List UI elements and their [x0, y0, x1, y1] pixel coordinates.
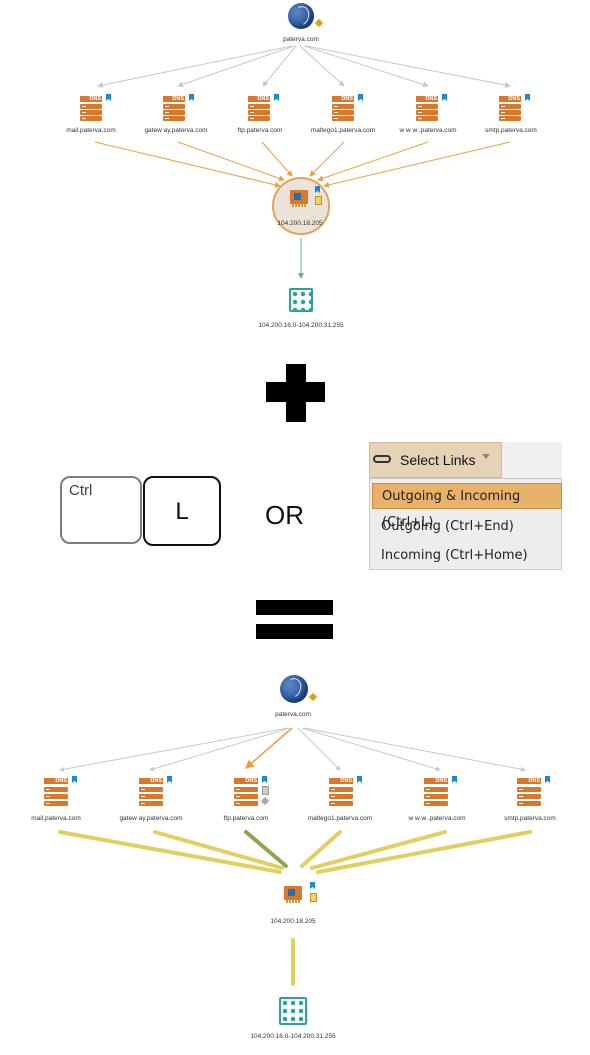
dns-icon[interactable]: DNS	[248, 96, 270, 121]
or-text: OR	[265, 500, 304, 530]
bookmark-icon	[167, 776, 172, 783]
ip-label: 104.200.18.205	[270, 918, 316, 925]
domain-label: paterva.com	[275, 711, 311, 718]
bookmark-icon	[310, 882, 315, 889]
bookmark-icon	[358, 94, 363, 101]
dns-icon[interactable]: DNS	[332, 96, 354, 121]
link-chain-icon	[373, 455, 391, 463]
bookmark-icon	[452, 776, 457, 783]
document-icon	[315, 196, 322, 205]
menu-item-incoming[interactable]: Incoming (Ctrl+Home)	[381, 548, 528, 563]
document-icon	[310, 893, 317, 902]
bookmark-icon	[525, 94, 530, 101]
network-card-icon[interactable]	[284, 886, 302, 903]
dns-tag: DNS	[329, 778, 353, 784]
dns-label: ftp.paterva.com	[223, 815, 269, 822]
dns-label: smtp.paterva.com	[504, 815, 556, 822]
netblock-label: 104.200.16.0-104.200.31.255	[250, 1033, 336, 1040]
network-card-icon	[290, 190, 308, 207]
dns-label: gatew ay.paterva.com	[119, 815, 183, 822]
select-links-button[interactable]: Select Links	[369, 442, 502, 478]
l-key-label: L	[175, 498, 189, 525]
netblock-icon[interactable]	[279, 997, 307, 1025]
dns-tag: DNS	[416, 96, 438, 102]
dns-tag: DNS	[248, 96, 270, 102]
l-key: L	[143, 476, 221, 546]
dns-label: maltego1.paterva.com	[307, 815, 373, 822]
globe-icon[interactable]	[280, 675, 308, 703]
dns-label: w w w .paterva.com	[399, 127, 457, 134]
dns-tag: DNS	[499, 96, 521, 102]
bookmark-icon	[189, 94, 194, 101]
dns-icon[interactable]: DNS	[80, 96, 102, 121]
dns-icon[interactable]: DNS	[416, 96, 438, 121]
dns-label: mail.paterva.com	[66, 127, 116, 134]
bookmark-icon	[315, 186, 320, 193]
bottom-selected-edges	[58, 830, 532, 986]
dns-tag: DNS	[424, 778, 448, 784]
ip-label: 104.200.18.205	[277, 220, 323, 227]
chevron-down-icon	[482, 454, 490, 459]
bottom-ftp-ip-edge	[244, 830, 288, 868]
bookmark-icon	[106, 94, 111, 101]
bookmark-icon	[545, 776, 550, 783]
dns-icon[interactable]: DNS	[44, 778, 68, 806]
dns-icon[interactable]: DNS	[424, 778, 448, 806]
dns-tag: DNS	[139, 778, 163, 784]
dns-icon[interactable]: DNS	[139, 778, 163, 806]
bookmark-icon	[357, 776, 362, 783]
netblock-label: 104.200.16.0-104.200.31.255	[258, 322, 344, 329]
netblock-icon[interactable]	[289, 288, 313, 312]
dns-label: maltego1.paterva.com	[310, 127, 376, 134]
ctrl-key: Ctrl	[60, 476, 142, 544]
dns-label: mail.paterva.com	[31, 815, 81, 822]
dns-label: w w w .paterva.com	[408, 815, 466, 822]
top-dns-ip-edges	[94, 141, 511, 188]
bookmark-icon	[442, 94, 447, 101]
dns-label: gatew ay.paterva.com	[144, 127, 208, 134]
select-links-menu: Select Links Outgoing & Incoming (Ctrl+L…	[369, 442, 562, 570]
bookmark-icon	[72, 776, 77, 783]
bottom-root-edges	[59, 727, 526, 772]
dns-label: smtp.paterva.com	[485, 127, 537, 134]
dns-tag: DNS	[517, 778, 541, 784]
dns-tag: DNS	[234, 778, 258, 784]
dns-tag: DNS	[44, 778, 68, 784]
bookmark-icon	[262, 776, 267, 783]
ctrl-key-label: Ctrl	[69, 482, 93, 499]
select-links-dropdown: Outgoing & Incoming (Ctrl+L) Outgoing (C…	[369, 478, 562, 570]
dns-icon[interactable]: DNS	[163, 96, 185, 121]
dns-label: ftp.paterva.com	[237, 127, 283, 134]
domain-label: paterva.com	[283, 36, 319, 43]
menu-item-outgoing-incoming[interactable]: Outgoing & Incoming (Ctrl+L)	[372, 483, 562, 530]
document-icon	[262, 786, 269, 795]
dns-tag: DNS	[163, 96, 185, 102]
dns-icon[interactable]: DNS	[499, 96, 521, 121]
dns-icon[interactable]: DNS	[329, 778, 353, 806]
select-links-label: Select Links	[400, 452, 476, 468]
globe-icon[interactable]	[288, 3, 314, 29]
dns-icon[interactable]: DNS	[517, 778, 541, 806]
top-root-edges	[97, 45, 511, 88]
dns-tag: DNS	[80, 96, 102, 102]
dns-icon[interactable]: DNS	[234, 778, 258, 806]
bottom-ftp-edge	[244, 727, 293, 769]
menu-item-outgoing[interactable]: Outgoing (Ctrl+End)	[381, 519, 514, 534]
dns-tag: DNS	[332, 96, 354, 102]
bookmark-icon	[274, 94, 279, 101]
